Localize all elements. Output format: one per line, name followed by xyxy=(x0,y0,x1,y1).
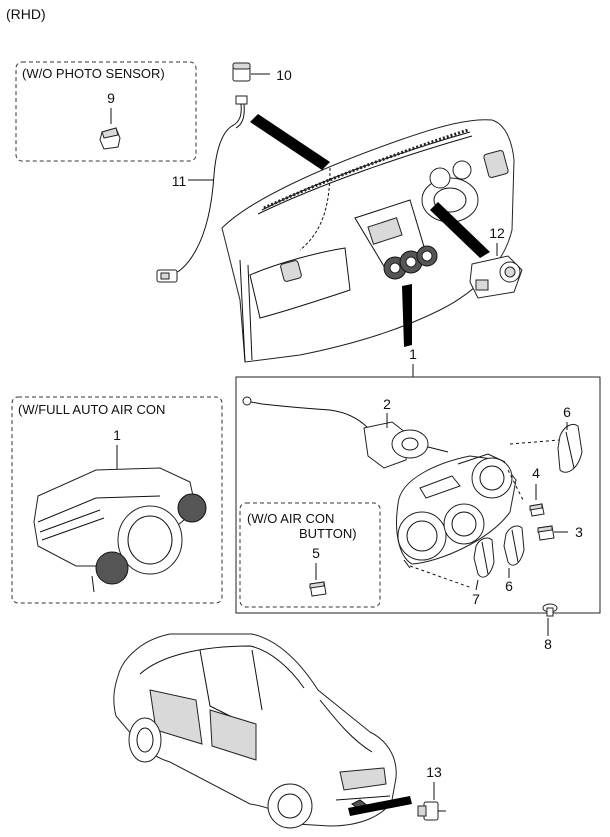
callout-12: 12 xyxy=(489,225,505,241)
part-12-switch xyxy=(469,255,523,299)
photo-sensor-box: (W/O PHOTO SENSOR) xyxy=(15,61,197,162)
callout-13: 13 xyxy=(426,764,442,780)
part-9-dummy-cap xyxy=(99,127,121,150)
callout-2: 2 xyxy=(383,396,391,412)
photo-sensor-box-caption: (W/O PHOTO SENSOR) xyxy=(22,66,165,81)
car-illustration xyxy=(113,633,397,829)
callout-7: 7 xyxy=(472,591,480,607)
pointer-arrow-1 xyxy=(402,284,412,347)
callout-6-top: 6 xyxy=(563,404,571,420)
part-2-temp-cable xyxy=(242,396,449,469)
full-auto-control-unit xyxy=(33,467,207,593)
dashboard-illustration xyxy=(221,119,515,363)
air-con-button-box: (W/O AIR CON BUTTON) xyxy=(239,502,381,608)
part-10-photo-sensor xyxy=(232,62,251,105)
part-5-button xyxy=(309,581,327,597)
pointer-arrow-sensor xyxy=(250,114,330,170)
air-con-box-caption-line2: BUTTON) xyxy=(299,526,357,541)
callout-1-left: 1 xyxy=(113,427,121,443)
callout-11: 11 xyxy=(172,173,187,189)
part-6-knob-top xyxy=(557,423,583,473)
callout-10: 10 xyxy=(276,67,292,83)
callout-5: 5 xyxy=(312,545,320,561)
callout-3: 3 xyxy=(575,524,583,540)
callout-9: 9 xyxy=(107,90,115,106)
part-8-screw xyxy=(542,603,558,617)
callout-8: 8 xyxy=(544,636,552,652)
full-auto-box: (W/FULL AUTO AIR CON xyxy=(11,396,223,604)
callout-6-bottom: 6 xyxy=(505,578,513,594)
heater-control-head xyxy=(396,453,517,569)
pointer-arrow-12 xyxy=(430,202,490,258)
part-4-button xyxy=(529,503,545,517)
part-11-wiring-lead xyxy=(156,103,245,283)
part-13-ambient-sensor xyxy=(417,801,446,821)
pointer-arrow-13 xyxy=(348,796,412,816)
variant-label: (RHD) xyxy=(6,6,46,22)
part-6-knob-bottom xyxy=(503,525,525,566)
callout-4: 4 xyxy=(532,465,540,481)
full-auto-box-caption: (W/FULL AUTO AIR CON xyxy=(18,402,165,417)
callout-1-top: 1 xyxy=(409,346,417,362)
part-7-knob xyxy=(473,537,495,578)
part-3-button xyxy=(537,525,555,541)
heater-control-box xyxy=(235,376,601,614)
air-con-box-caption-line1: (W/O AIR CON xyxy=(247,511,334,526)
